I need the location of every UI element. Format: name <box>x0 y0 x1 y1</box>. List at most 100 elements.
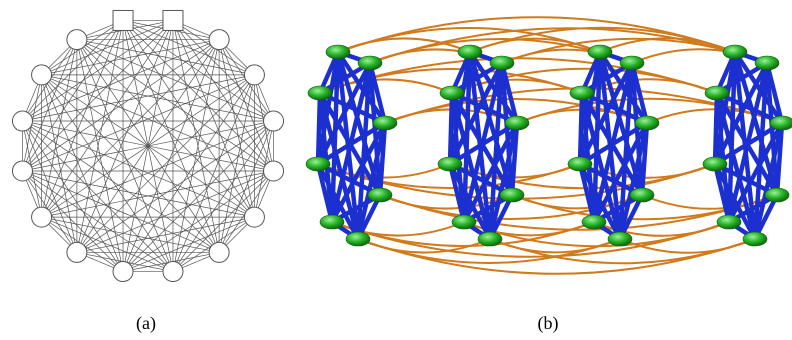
intra-cluster-edge <box>577 161 645 198</box>
graph-node <box>439 85 465 101</box>
graph-edge <box>22 39 220 122</box>
cluster-4 <box>702 44 792 247</box>
graph-node <box>499 187 525 203</box>
graph-edge <box>22 120 174 272</box>
graph-node <box>437 156 463 172</box>
intra-cluster-edge <box>487 192 515 242</box>
square-node <box>162 9 184 31</box>
graph-edge <box>41 74 124 272</box>
graph-node <box>769 115 792 131</box>
graph-node <box>305 156 331 172</box>
graph-edge <box>41 39 220 218</box>
graph-node <box>704 85 730 101</box>
intra-cluster-edge <box>714 90 785 126</box>
graph-node <box>742 231 768 247</box>
graph-node <box>567 156 593 172</box>
intra-cluster-edge <box>317 90 388 126</box>
graph-edge <box>22 170 124 272</box>
graph-node <box>722 44 748 60</box>
intra-cluster-edge <box>732 49 785 126</box>
intra-cluster-edge <box>315 161 361 242</box>
graph-node <box>716 214 742 230</box>
intra-cluster-edge <box>752 192 780 242</box>
graph-edge <box>172 20 274 122</box>
circle-node <box>263 160 285 182</box>
graph-edge <box>218 39 274 172</box>
intra-cluster-edge <box>449 90 493 242</box>
circle-node <box>11 160 33 182</box>
intra-cluster-edge <box>617 192 645 242</box>
circle-node <box>112 261 134 283</box>
intra-cluster-edge <box>447 161 467 225</box>
graph-edge <box>22 20 124 122</box>
intra-cluster-edge <box>579 90 650 126</box>
circle-node <box>66 241 88 263</box>
intra-cluster-edge <box>355 192 383 242</box>
graph-edge <box>41 120 274 218</box>
graph-edge <box>22 120 255 218</box>
graph-node <box>634 115 660 131</box>
graph-edge <box>172 74 255 272</box>
graph-edge <box>122 39 220 272</box>
intra-cluster-edge <box>752 120 785 242</box>
graph-edge <box>76 39 274 122</box>
graph-edge <box>22 74 255 172</box>
graph-edge <box>172 170 274 272</box>
graph-edge <box>76 39 174 272</box>
graph-edge <box>41 74 274 122</box>
graph-edge <box>41 74 220 253</box>
graph-edge <box>41 74 274 172</box>
graph-edge <box>122 20 274 122</box>
graph-edge <box>76 74 255 253</box>
graph-node <box>367 187 393 203</box>
intra-cluster-edge <box>315 161 335 225</box>
intra-cluster-edge <box>355 60 373 242</box>
intra-cluster-edge <box>487 60 505 242</box>
intra-cluster-edge <box>617 120 650 242</box>
intra-cluster-edge <box>579 90 623 242</box>
graph-node <box>345 231 371 247</box>
graph-edge <box>76 20 174 253</box>
circle-node <box>162 261 184 283</box>
graph-node <box>457 44 483 60</box>
cluster-3 <box>567 44 660 247</box>
circle-node <box>208 241 230 263</box>
graph-node <box>357 55 383 71</box>
clustered-3d-graph-diagram <box>305 16 792 275</box>
inter-cluster-edge <box>599 37 736 53</box>
intra-cluster-edge <box>752 60 770 242</box>
graph-node <box>477 231 503 247</box>
graph-node <box>581 214 607 230</box>
intra-cluster-edge <box>447 161 493 242</box>
graph-node <box>754 55 780 71</box>
circle-node <box>243 206 265 228</box>
graph-node <box>569 85 595 101</box>
graph-edge <box>172 20 255 218</box>
edge-group <box>22 20 274 272</box>
intra-cluster-edge <box>487 120 520 242</box>
intra-cluster-edge <box>355 120 388 242</box>
cluster-2 <box>437 44 530 247</box>
circle-node <box>11 110 33 132</box>
intra-cluster-edge <box>335 49 388 126</box>
inter-cluster-edge <box>619 238 756 254</box>
intra-cluster-edge <box>467 49 520 126</box>
intra-cluster-edge <box>315 161 383 198</box>
graph-node <box>764 187 790 203</box>
graph-node <box>607 231 633 247</box>
graph-edge <box>76 39 255 218</box>
intra-cluster-edge <box>712 161 758 242</box>
circle-node <box>208 29 230 51</box>
graph-node <box>587 44 613 60</box>
intra-cluster-edge <box>712 161 780 198</box>
graph-node <box>619 55 645 71</box>
inter-cluster-edge <box>593 221 730 237</box>
graph-edge <box>122 20 274 172</box>
graph-node <box>489 55 515 71</box>
inter-edge-group <box>317 16 783 275</box>
intra-cluster-edge <box>712 120 785 167</box>
graph-edge <box>76 39 274 172</box>
intra-cluster-edge <box>617 60 635 242</box>
complete-graph-diagram <box>11 9 285 283</box>
cluster-1 <box>305 44 398 247</box>
